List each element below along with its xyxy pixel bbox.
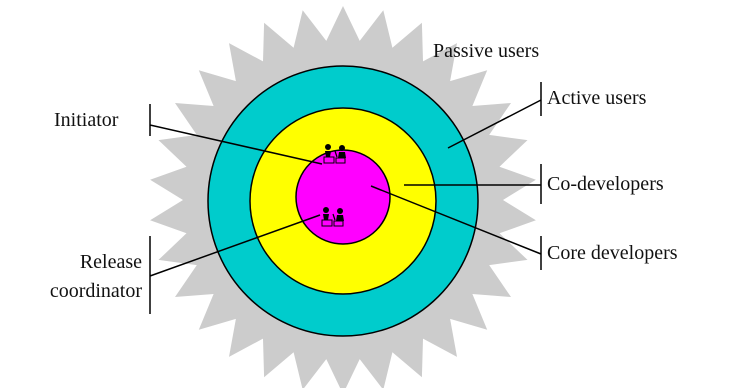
release-coordinator-label-line1: Release (79, 251, 142, 273)
initiator-person-icon (323, 144, 346, 164)
initiator-leader-line (149, 104, 323, 165)
active-users-label: Active users (547, 87, 647, 109)
core-developers-label: Core developers (547, 242, 678, 264)
co-developers-leader-line (404, 164, 542, 204)
core-developers-leader-line (370, 185, 542, 270)
core-developers-circle (295, 149, 391, 245)
active-users-leader-line (447, 82, 542, 149)
initiator-label: Initiator (54, 109, 119, 131)
release-coordinator-person-icon (321, 207, 344, 227)
release-coordinator-leader-line (149, 214, 321, 314)
co-developers-label: Co-developers (547, 173, 664, 195)
passive-users-label: Passive users (433, 40, 540, 62)
release-coordinator-label-line2: coordinator (49, 280, 142, 302)
